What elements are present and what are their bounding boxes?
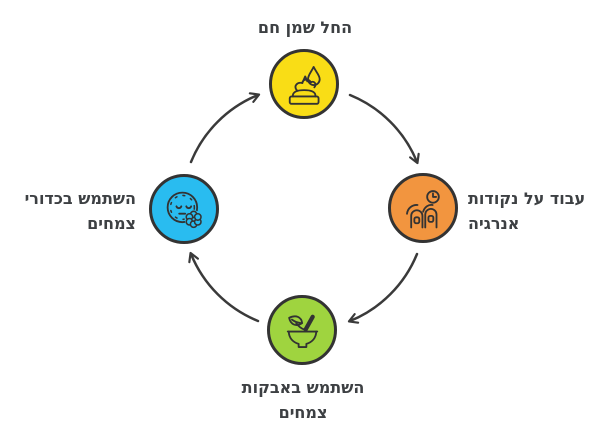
node-plant-powders: [267, 295, 337, 365]
label-hot-oil: החל שמן חם: [257, 18, 353, 37]
arrow-right-to-bottom: [347, 252, 419, 324]
arrow-top-to-right: [348, 93, 420, 165]
cream-jar-drop-icon: [288, 65, 321, 105]
fingers-pressure-clock-icon: [405, 189, 440, 228]
label-herbal-pills: השתמש בכדורי צמחים: [24, 189, 136, 233]
arrow-left-to-top: [189, 92, 261, 164]
mortar-pestle-leaf-icon: [286, 314, 318, 348]
arrow-bottom-to-left: [188, 251, 260, 323]
node-hot-oil: [269, 49, 339, 119]
herbal-ball-face-flower-icon: [166, 191, 203, 228]
label-energy-points: עבוד על נקודות אנרגיה: [468, 189, 586, 233]
label-plant-powders: השתמש באבקות צמחים: [241, 378, 365, 422]
node-energy-points: [388, 173, 458, 243]
node-herbal-pills: [149, 174, 219, 244]
